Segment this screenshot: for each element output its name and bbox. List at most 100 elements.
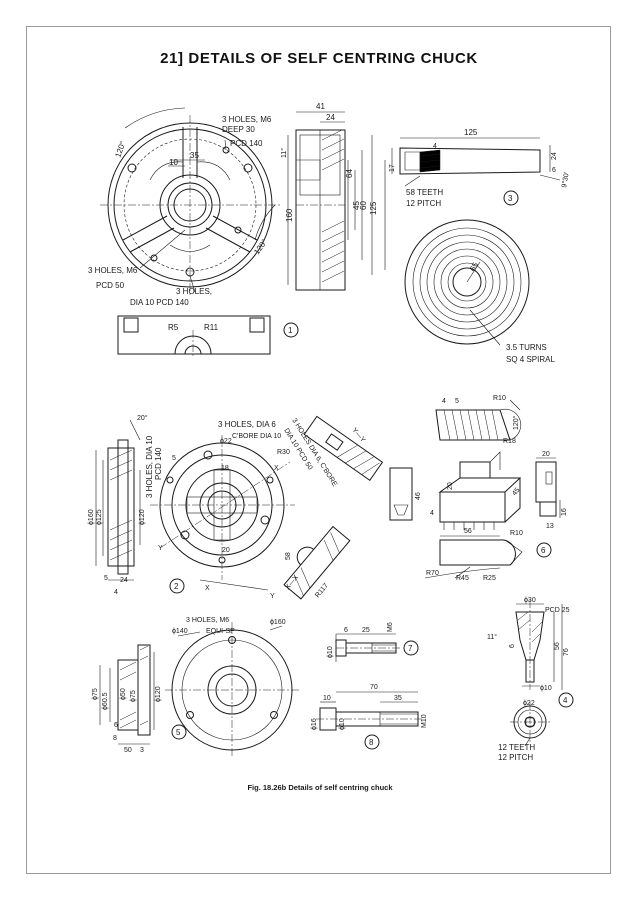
part7-number: 7 [408,644,413,653]
part6-dim-r25: R25 [483,575,496,582]
part4-pinion-end-view [510,702,550,747]
part6-dim-45: 45 [511,487,521,498]
part5-dim-d75b: ϕ75 [130,690,137,702]
part2-label-holes-dia6: 3 HOLES, DIA 6 [218,420,276,429]
part2-label-y-left: Y [158,545,163,552]
part3-scroll-section [384,137,561,270]
part2-label-pcd140: PCD 140 [154,447,163,480]
part2-number: 2 [174,582,179,591]
part5-label-equi: EQUI-SP [206,628,235,635]
part1-label-holes-m6: 3 HOLES, M6 [222,115,272,124]
part6-dim-5: 5 [455,398,459,405]
part1-dim-r5: R5 [168,323,179,332]
part1-label-holes-m6-b: 3 HOLES, M6 [88,266,138,275]
part6-dim-4: 4 [442,398,446,405]
part5-dim-d140: ϕ140 [172,628,188,635]
part2-dim-d160: ϕ160 [88,509,95,525]
part2-dim-d22: ϕ22 [220,438,232,445]
part2-plate-side-section [95,419,141,581]
part6-dim-r10b: R10 [510,530,523,537]
part1-body-front-view [100,107,282,295]
part3-label-spiral: SQ 4 SPIRAL [506,355,555,364]
part7-dim-m6: M6 [387,622,394,632]
part4-number-circle [558,692,574,708]
part1-label-pcd50: PCD 50 [96,281,125,290]
part4-number: 4 [563,696,568,705]
part5-dim-d160: ϕ160 [270,619,286,626]
part3-label-teeth: 58 TEETH [406,188,443,197]
part6-dim-r70: R70 [426,570,439,577]
part2-label-x-bottom: X [205,585,210,592]
part6-dim-56: 56 [464,528,472,535]
part6-jaw-block-view [535,457,561,518]
part8-dim-d10: ϕ10 [339,718,346,730]
part2-dim-5-top: 5 [172,455,176,462]
part4-dim-d30: ϕ30 [524,597,536,604]
part4-dim-56: 56 [554,642,561,650]
part2-label-y-bottom: Y [270,593,275,600]
part2-label-holes-dia10: 3 HOLES, DIA 10 [145,435,154,498]
part2-dim-d120: ϕ120 [139,509,146,525]
part8-dim-35: 35 [394,695,402,702]
part1-dim-120b: 120° [252,237,269,256]
part3-dim-4: 4 [433,143,437,150]
part5-dim-3: 3 [140,747,144,754]
part1-dim-41: 41 [316,102,325,111]
page-border [26,26,611,874]
part6-jaw-teeth-view [435,399,522,441]
part2-dim-r30: R30 [277,449,290,456]
figure-caption: Fig. 18.26b Details of self centring chu… [247,783,393,792]
part2-dim-r117: R117 [314,582,330,599]
part4-dim-angle: 11° [487,633,497,641]
part1-dim-11: 11° [280,148,288,158]
part7-number-circle [403,640,419,656]
part1-dim-160: 160 [285,208,294,222]
part5-dim-d75: ϕ75 [92,688,99,700]
part7-screw [335,633,400,662]
part5-backplate-section [99,644,155,745]
part4-label-pitch: 12 PITCH [498,753,533,762]
part6-dim-20b: 20 [447,482,454,490]
part5-number: 5 [176,728,181,737]
part3-dim-6: 6 [552,167,556,174]
part2-plate-front-view [150,435,295,591]
part1-dim-125: 125 [369,201,378,215]
part2-label-x-top: X [274,465,279,472]
part6-dim-r10: R10 [493,395,506,402]
part6-dim-4b: 4 [430,510,434,517]
part6-dim-r18: R18 [503,438,516,445]
part2-dim-58: 58 [285,552,292,560]
part2-dim-4: 4 [114,589,118,596]
part4-dim-pcd25: PCD 25 [545,607,570,614]
part2-dim-d125: ϕ125 [96,509,103,525]
part1-label-holes3: 3 HOLES, [176,287,212,296]
part1-label-deep: DEEP 30 [222,125,255,134]
part2-label-cbore: C'BORE DIA 10 [232,433,281,440]
part8-pin [316,691,424,731]
part4-dim-76: 76 [563,648,570,656]
part3-dim-65: 65 [468,260,481,273]
part1-label-pcd140: PCD 140 [230,139,263,148]
part4-pinion-section [515,600,563,690]
part8-number-circle [364,734,380,750]
page-title: 21] DETAILS OF SELF CENTRING CHUCK [160,50,478,67]
part5-label-holes-m6: 3 HOLES, M6 [186,617,229,624]
part3-label-turns: 3.5 TURNS [506,343,547,352]
part2-number-circle [169,578,185,594]
part3-dim-24: 24 [551,152,558,160]
part1-number-circle [283,322,299,338]
part5-dim-d60: ϕ60.5 [102,692,109,710]
part8-dim-d16: ϕ16 [311,718,318,730]
part8-dim-70: 70 [370,684,378,691]
part1-label-dia10: DIA 10 PCD 140 [130,298,189,307]
part4-dim-d22: ϕ22 [523,700,535,707]
part6-jaw-end-view [389,467,413,521]
part2-dim-5: 5 [104,575,108,582]
part1-dim-35: 35 [190,151,199,160]
part8-number: 8 [369,738,374,747]
part7-dim-25: 25 [362,627,370,634]
part1-jaw-guide-section [117,315,271,358]
part6-number: 6 [541,546,546,555]
part6-dim-13: 13 [546,523,554,530]
